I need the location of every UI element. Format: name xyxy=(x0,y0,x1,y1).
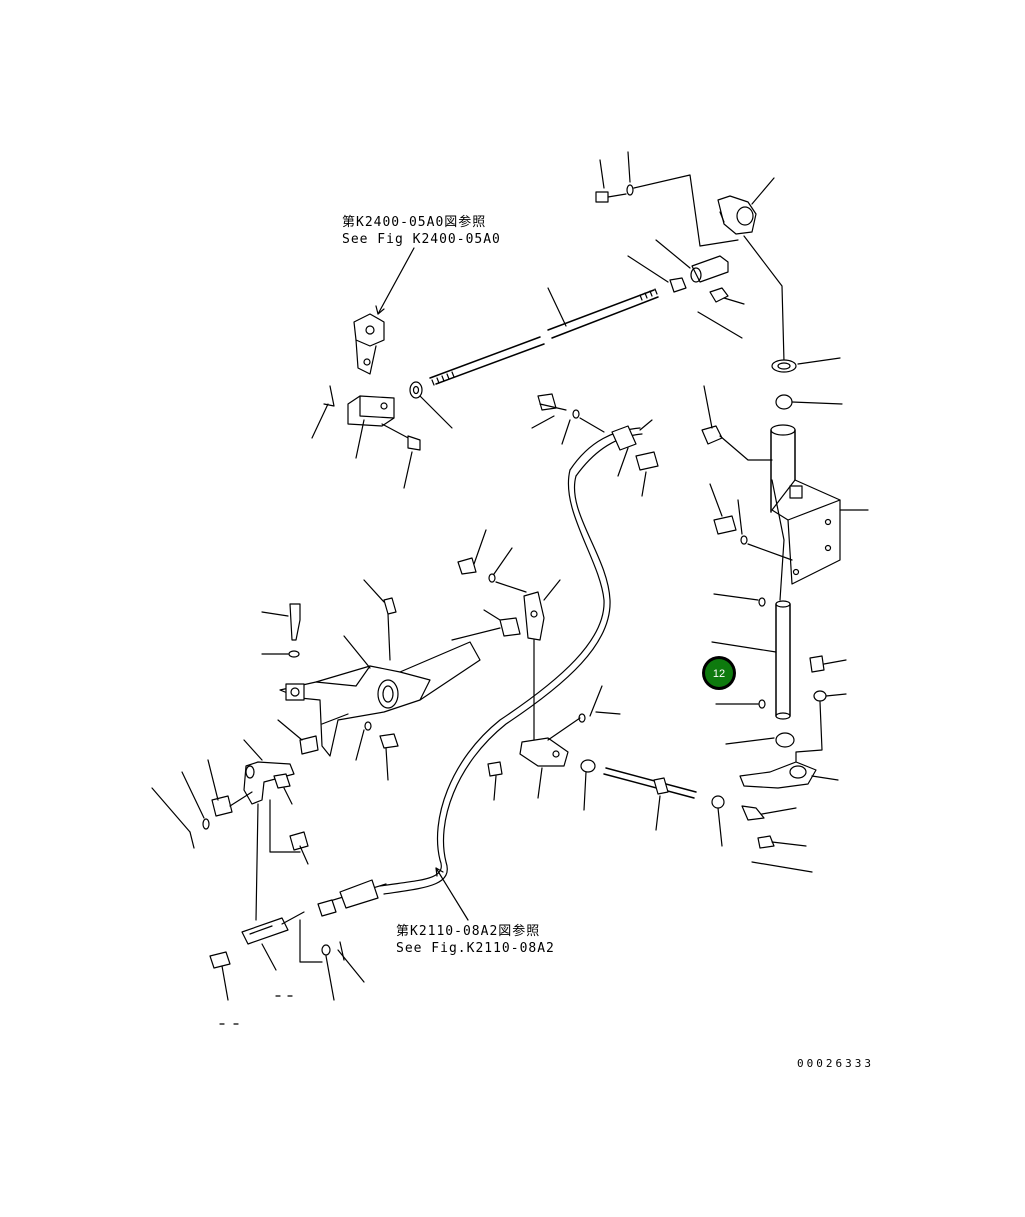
drawing-code: 00026333 xyxy=(797,1057,874,1070)
reference-top-en: See Fig K2400-05A0 xyxy=(342,232,501,247)
vertical-shaft xyxy=(701,385,869,601)
middle-clevis xyxy=(457,529,621,811)
control-cable xyxy=(317,393,659,917)
reference-bottom-en: See Fig.K2110-08A2 xyxy=(396,941,555,956)
callout-badge-fill xyxy=(705,659,733,687)
callout-badge-12[interactable]: 12 xyxy=(702,656,736,690)
upper-rod xyxy=(409,287,659,429)
pedal-bracket xyxy=(261,579,521,781)
upper-bracket xyxy=(353,313,385,375)
reference-label-bottom: 第K2110-08A2図参照 See Fig.K2110-08A2 xyxy=(396,867,555,956)
threaded-link xyxy=(603,767,725,847)
left-clevis xyxy=(311,385,421,489)
callout-badge-number: 12 xyxy=(713,668,725,680)
lower-rod xyxy=(711,593,847,873)
pedal-linkage xyxy=(151,739,365,1025)
reference-top-jp: 第K2400-05A0図参照 xyxy=(342,214,486,230)
reference-bottom-jp: 第K2110-08A2図参照 xyxy=(396,923,540,939)
top-right-linkage xyxy=(595,151,843,410)
reference-label-top: 第K2400-05A0図参照 See Fig K2400-05A0 xyxy=(342,214,501,315)
